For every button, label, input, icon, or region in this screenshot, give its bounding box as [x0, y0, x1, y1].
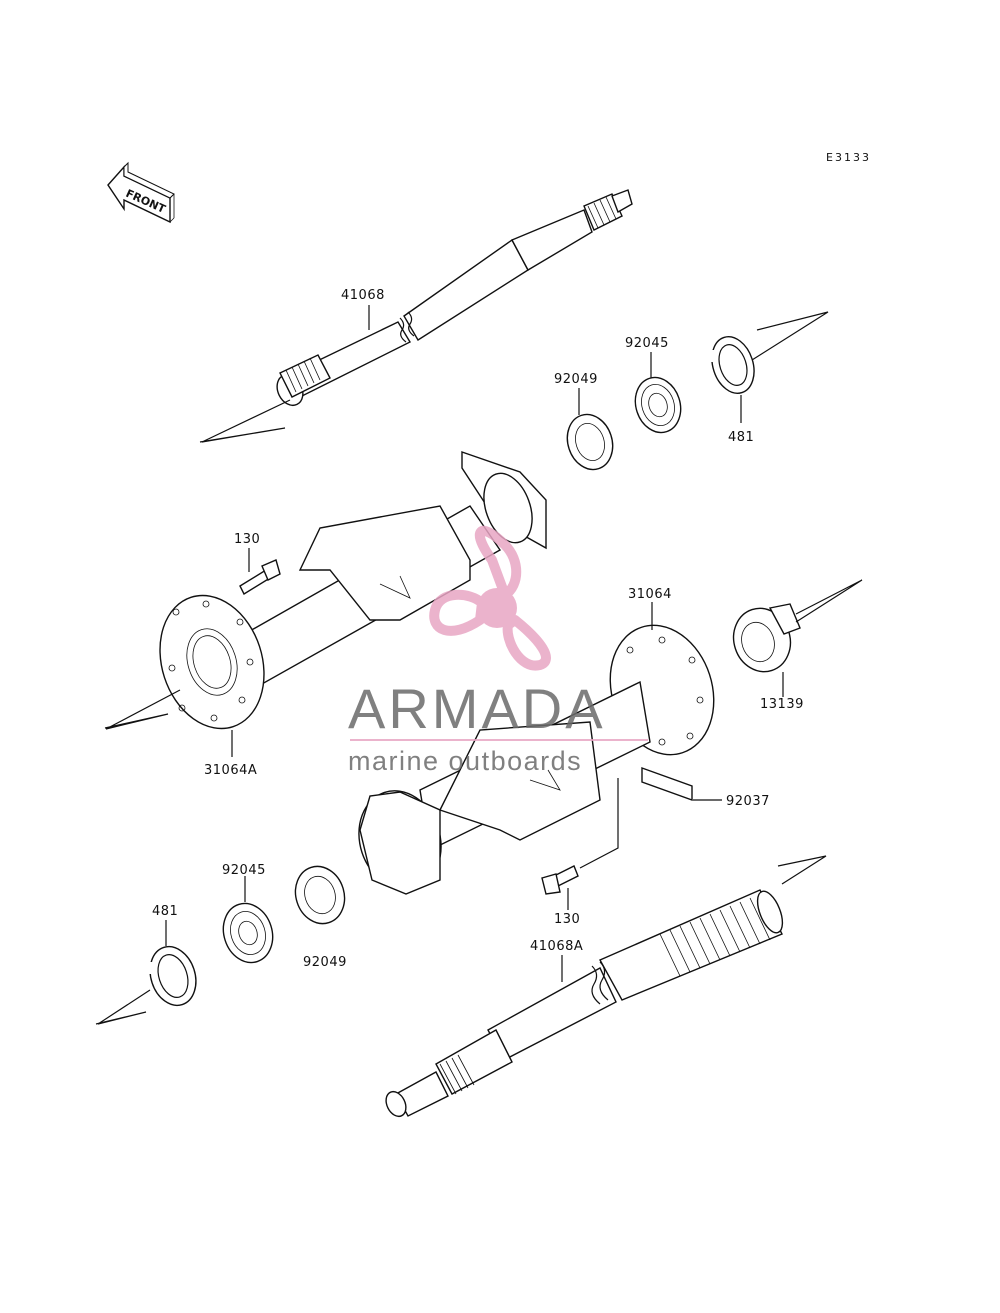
flange-31064 [358, 624, 715, 895]
bearing-92045-top [634, 376, 682, 434]
label-13139: 13139 [760, 697, 804, 712]
label-92037: 92037 [726, 794, 770, 809]
seal-13139 [732, 603, 801, 673]
label-92049-top: 92049 [554, 372, 598, 387]
armada-logo: ARMADA marine outboards [348, 525, 648, 776]
label-41068: 41068 [341, 288, 385, 303]
propeller-icon [429, 525, 551, 671]
seal-92049-top [566, 413, 614, 471]
label-41068A: 41068A [530, 939, 583, 954]
circlip-481-bottom [144, 945, 197, 1007]
drive-shaft-41068 [276, 189, 633, 407]
label-130-bottom: 130 [554, 912, 580, 927]
drive-shaft-41068A [385, 889, 784, 1118]
label-92045-bottom: 92045 [222, 863, 266, 878]
circlip-481-top [704, 336, 755, 394]
label-92049-bottom: 92049 [303, 955, 347, 970]
label-31064A: 31064A [204, 763, 257, 778]
watermark-subtitle: marine outboards [348, 746, 582, 776]
bearing-92045-bottom [222, 902, 274, 964]
label-92045-top: 92045 [625, 336, 669, 351]
bolt-130-bottom [541, 865, 579, 895]
label-31064: 31064 [628, 587, 672, 602]
label-481-top: 481 [728, 430, 754, 445]
front-arrow-icon: FRONT [107, 161, 175, 224]
seal-92049-bottom [294, 865, 346, 925]
watermark-title: ARMADA [348, 677, 606, 740]
label-130-top: 130 [234, 532, 260, 547]
housing-31064A [159, 451, 547, 730]
key-92037 [641, 767, 693, 801]
label-481-bottom: 481 [152, 904, 178, 919]
diagram-code: E3133 [826, 151, 871, 164]
bolt-130-top [239, 559, 281, 595]
